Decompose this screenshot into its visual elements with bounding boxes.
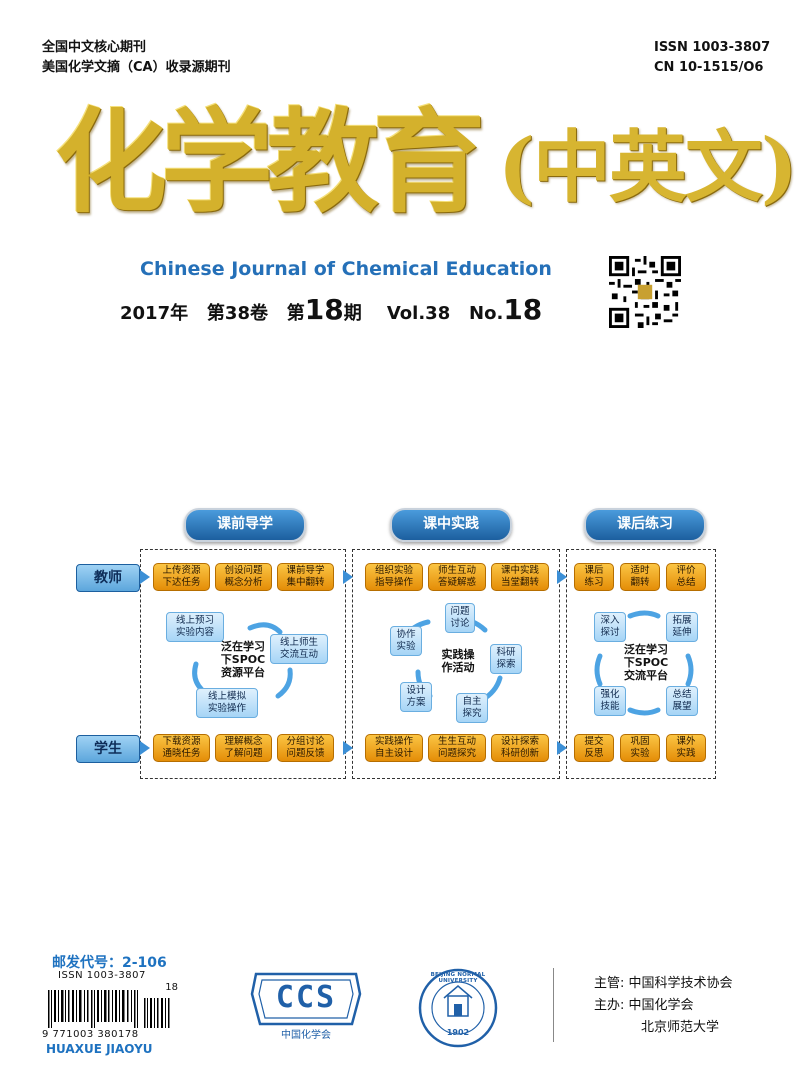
pre-student-step: 理解概念 了解问题 <box>215 734 272 762</box>
mid-teacher-step: 组织实验 指导操作 <box>365 563 423 591</box>
post-student-step: 巩固 实验 <box>620 734 660 762</box>
ccs-logo-icon: CCS 中国化学会 <box>248 968 364 1042</box>
arrow-right-icon <box>140 570 150 584</box>
post-teacher-step: 课后 练习 <box>574 563 614 591</box>
mid-teacher-step: 师生互动 答疑解惑 <box>428 563 486 591</box>
pre-cycle-item: 线上预习 实验内容 <box>166 612 224 642</box>
mid-cycle-item: 科研 探索 <box>490 644 522 674</box>
pre-teacher-step: 创设问题 概念分析 <box>215 563 272 591</box>
sponsor-line-2: 北京师范大学 <box>641 1020 720 1035</box>
role-student: 学生 <box>76 735 140 763</box>
bnu-ring-text: BEIJING NORMAL UNIVERSITY <box>430 972 486 984</box>
barcode-addon: 18 <box>165 982 178 993</box>
mid-cycle-item: 设计 方案 <box>400 682 432 712</box>
barcode-digits: 9 771003 380178 <box>42 1029 139 1040</box>
bnu-seal-graphic <box>418 968 498 1048</box>
volume-number: 38 <box>224 303 250 324</box>
pre-student-step: 下载资源 通晓任务 <box>153 734 210 762</box>
barcode-issn: ISSN 1003-3807 <box>58 970 146 981</box>
volume-en: Vol.38 <box>386 303 451 324</box>
cn-text: CN 10-1515/O6 <box>654 60 764 75</box>
pinyin-title: HUAXUE JIAOYU <box>46 1042 153 1056</box>
pre-center-label: 泛在学习 下SPOC 资源平台 <box>220 640 266 679</box>
core-journal-line: 全国中文核心期刊 <box>42 40 147 55</box>
post-cycle-item: 拓展 延伸 <box>666 612 698 642</box>
stage-in-class: 课中实践 <box>390 508 512 542</box>
issn-text: ISSN 1003-3807 <box>654 40 771 55</box>
ccs-logo-frame <box>250 972 362 1026</box>
header-left: 全国中文核心期刊 美国化学文摘（CA）收录源期刊 <box>42 38 231 78</box>
journal-title-paren: (中英文) <box>498 122 798 213</box>
post-cycle-item: 强化 技能 <box>594 686 626 716</box>
sponsor-block: 主管: 中国科学技术协会 主办: 中国化学会 北京师范大学 <box>594 973 733 1039</box>
stage-post-class: 课后练习 <box>584 508 706 542</box>
post-center-label: 泛在学习 下SPOC 交流平台 <box>623 643 669 682</box>
qr-code-icon <box>609 256 681 328</box>
issue-year: 2017 <box>120 303 171 324</box>
issue-number: 18 <box>304 293 344 326</box>
barcode-bars <box>48 990 170 1028</box>
mid-center-label: 实践操 作活动 <box>441 648 475 674</box>
arrow-right-icon <box>557 570 567 584</box>
pre-student-step: 分组讨论 问题反馈 <box>277 734 334 762</box>
postal-code: 邮发代号：2-106 <box>52 955 167 971</box>
panel-pre <box>140 549 346 779</box>
ccs-name: 中国化学会 <box>281 1030 331 1041</box>
stage-pre-class: 课前导学 <box>184 508 306 542</box>
mid-cycle-item: 问题 讨论 <box>445 603 475 633</box>
ccs-logo-text: CCS <box>275 980 337 1015</box>
post-teacher-step: 适时 翻转 <box>620 563 660 591</box>
barcode-icon: ISSN 1003-3807 18 <box>40 970 178 1042</box>
arrow-right-icon <box>140 741 150 755</box>
pre-teacher-step: 上传资源 下达任务 <box>153 563 210 591</box>
mid-cycle-item: 协作 实验 <box>390 626 422 656</box>
arrow-right-icon <box>557 741 567 755</box>
role-teacher: 教师 <box>76 564 140 592</box>
mid-student-step: 实践操作 自主设计 <box>365 734 423 762</box>
arrow-right-icon <box>343 570 353 584</box>
pre-teacher-step: 课前导学 集中翻转 <box>277 563 334 591</box>
bnu-seal-icon: BEIJING NORMAL UNIVERSITY 1902 <box>418 968 498 1048</box>
mid-cycle-item: 自主 探究 <box>456 693 488 723</box>
post-student-step: 提交 反思 <box>574 734 614 762</box>
pre-cycle-item: 线上师生 交流互动 <box>270 634 328 664</box>
arrow-right-icon <box>343 741 353 755</box>
post-teacher-step: 评价 总结 <box>666 563 706 591</box>
issue-line: 2017年 第38卷 第18期 Vol.38 No.18 <box>120 293 543 326</box>
ca-indexed-line: 美国化学文摘（CA）收录源期刊 <box>42 60 231 75</box>
issue-number-en: 18 <box>503 293 543 326</box>
sponsor-line: 主办: 中国化学会 <box>594 998 694 1013</box>
panel-mid <box>352 549 560 779</box>
post-cycle-item: 深入 探讨 <box>594 612 626 642</box>
mid-teacher-step: 课中实践 当堂翻转 <box>491 563 549 591</box>
post-student-step: 课外 实践 <box>666 734 706 762</box>
mid-student-step: 设计探索 科研创新 <box>491 734 549 762</box>
supervisor-line: 主管: 中国科学技术协会 <box>594 976 733 991</box>
header-right: ISSN 1003-3807 CN 10-1515/O6 <box>654 38 770 78</box>
footer-divider <box>553 968 554 1042</box>
pre-cycle-item: 线上模拟 实验操作 <box>196 688 258 718</box>
post-cycle-item: 总结 展望 <box>666 686 698 716</box>
journal-title-cn: 化学教育 <box>55 97 485 228</box>
panel-post <box>566 549 716 779</box>
mid-student-step: 生生互动 问题探究 <box>428 734 486 762</box>
journal-title-en: Chinese Journal of Chemical Education <box>140 258 552 280</box>
bnu-year: 1902 <box>446 1028 470 1037</box>
